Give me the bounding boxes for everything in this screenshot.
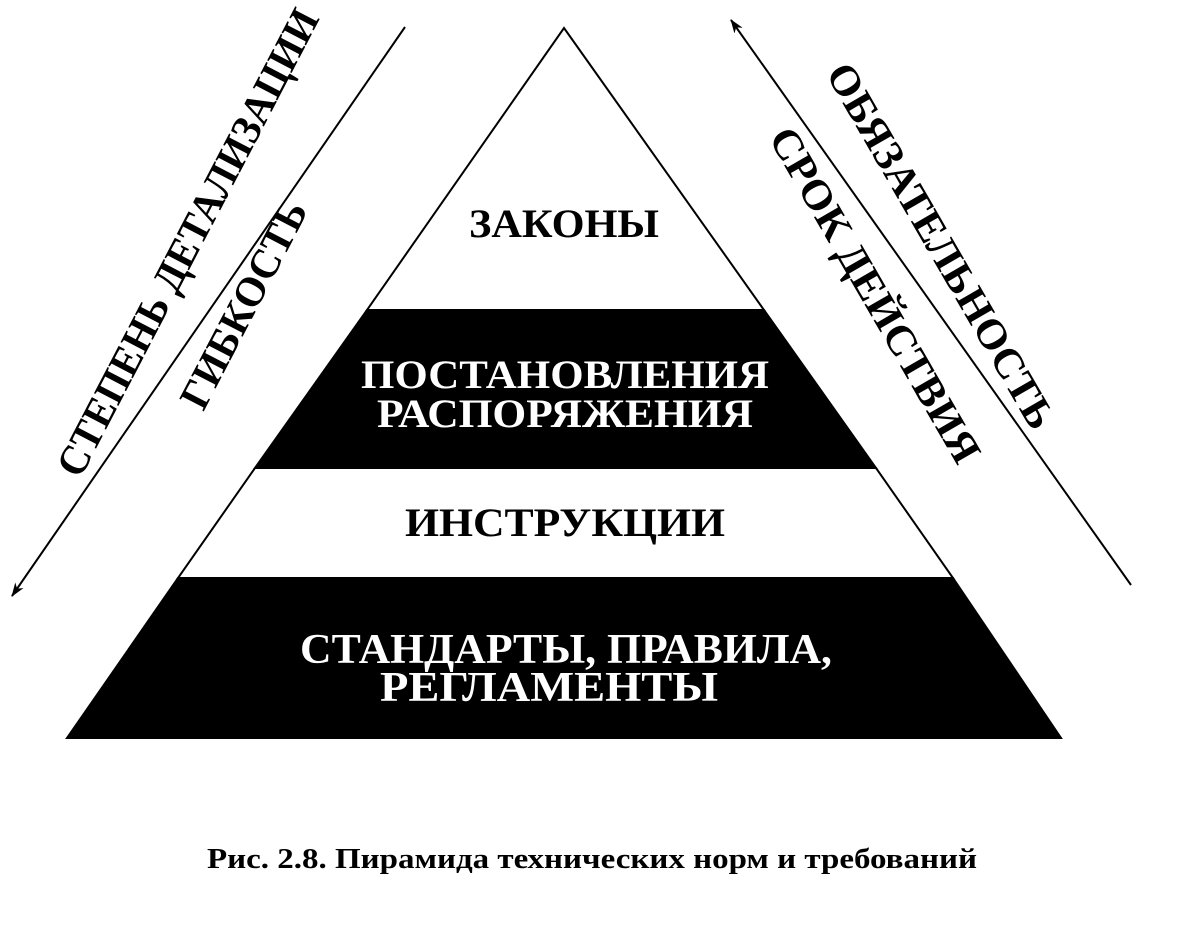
tier-standards-label-line1: СТАНДАРТЫ, ПРАВИЛА,: [300, 627, 832, 673]
tier-laws: [365, 26, 766, 311]
tier-standards-label-line2: РЕГЛАМЕНТЫ: [380, 665, 718, 711]
tier-resolutions-label-line2: РАСПОРЯЖЕНИЯ: [377, 391, 753, 436]
tier-laws-label: ЗАКОНЫ: [469, 201, 659, 246]
tier-resolutions-label-line1: ПОСТАНОВЛЕНИЯ: [361, 352, 769, 397]
tier-instructions-label: ИНСТРУКЦИИ: [405, 500, 725, 545]
pyramid: [65, 26, 1063, 739]
right-axis-arrow: [730, 19, 1132, 586]
left-axis-arrow: [11, 26, 406, 597]
tier-standards: [65, 577, 1063, 739]
figure-caption: Рис. 2.8. Пирамида технических норм и тр…: [207, 844, 977, 875]
